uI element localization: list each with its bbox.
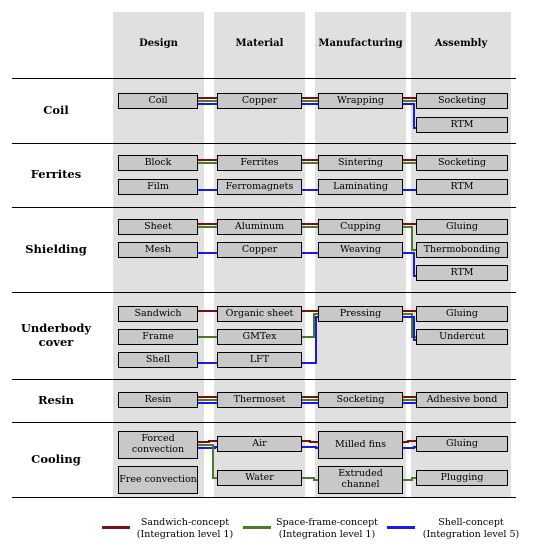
process-box-rtm: RTM <box>416 265 508 281</box>
process-box-pressing: Pressing <box>318 306 403 322</box>
row-separator <box>12 207 516 208</box>
legend-line-1 <box>102 526 130 529</box>
legend-concept-name: Space-frame-concept <box>276 517 378 528</box>
process-box-ferromagnets: Ferromagnets <box>217 179 302 195</box>
process-box-free-convection: Free convection <box>118 466 198 494</box>
legend-integration-level: (Integration level 1) <box>136 528 234 540</box>
process-box-gmtex: GMTex <box>217 329 302 345</box>
process-box-undercut: Undercut <box>416 329 508 345</box>
row-separator <box>12 78 516 79</box>
process-box-sheet: Sheet <box>118 219 198 235</box>
column-header-design: Design <box>139 38 178 49</box>
row-label-cooling: Cooling <box>31 451 81 466</box>
process-box-coil: Coil <box>118 93 198 109</box>
spaceframe-concept-link <box>403 477 416 481</box>
legend-concept-name: Shell-concept <box>438 517 504 528</box>
column-header-assembly: Assembly <box>434 38 488 49</box>
spaceframe-concept-link <box>403 226 416 251</box>
spaceframe-concept-link <box>198 444 217 479</box>
row-separator <box>12 379 516 380</box>
legend-concept-name: Sandwich-concept <box>140 517 230 528</box>
shell-concept-link <box>302 316 318 364</box>
sandwich-concept-link <box>403 440 416 443</box>
column-header-manufacturing: Manufacturing <box>318 38 403 49</box>
process-box-aluminum: Aluminum <box>217 219 302 235</box>
legend-line-2 <box>243 526 271 529</box>
process-box-mesh: Mesh <box>118 242 198 258</box>
process-box-shell: Shell <box>118 352 198 368</box>
process-box-air: Air <box>217 436 302 452</box>
process-box-frame: Frame <box>118 329 198 345</box>
legend-label-1: Sandwich-concept(Integration level 1) <box>130 517 240 541</box>
process-box-socketing: Socketing <box>318 392 403 408</box>
row-label-resin: Resin <box>37 392 75 407</box>
process-box-weaving: Weaving <box>318 242 403 258</box>
process-box-rtm: RTM <box>416 117 508 133</box>
process-box-lft: LFT <box>217 352 302 368</box>
process-box-thermoset: Thermoset <box>217 392 302 408</box>
row-separator <box>12 422 516 423</box>
process-box-copper: Copper <box>217 93 302 109</box>
row-label-coil: Coil <box>43 102 69 117</box>
shell-concept-link <box>403 103 416 129</box>
process-box-copper: Copper <box>217 242 302 258</box>
column-header-material: Material <box>235 38 284 49</box>
process-box-gluing: Gluing <box>416 306 508 322</box>
spaceframe-concept-link <box>302 313 318 338</box>
shell-concept-link <box>198 446 217 449</box>
process-box-water: Water <box>217 470 302 486</box>
legend-label-3: Shell-concept(Integration level 5) <box>412 517 530 541</box>
process-box-organic-sheet: Organic sheet <box>217 306 302 322</box>
sandwich-concept-link <box>302 440 318 443</box>
process-box-film: Film <box>118 179 198 195</box>
process-box-milled-fins: Milled fins <box>318 431 403 459</box>
process-box-sintering: Sintering <box>318 155 403 171</box>
process-box-socketing: Socketing <box>416 93 508 109</box>
legend-line-3 <box>387 526 415 529</box>
process-box-cupping: Cupping <box>318 219 403 235</box>
row-label-shielding: Shielding <box>25 241 87 256</box>
row-label-underbody-cover: Underbody cover <box>20 321 92 349</box>
process-box-resin: Resin <box>118 392 198 408</box>
row-separator <box>12 292 516 293</box>
shell-concept-link <box>403 252 416 277</box>
process-box-extruded-channel: Extruded channel <box>318 466 403 494</box>
shell-concept-link <box>302 446 318 449</box>
legend-integration-level: (Integration level 1) <box>278 528 376 540</box>
row-label-ferrites: Ferrites <box>30 167 82 182</box>
process-box-gluing: Gluing <box>416 436 508 452</box>
spaceframe-concept-link <box>302 477 318 481</box>
legend-integration-level: (Integration level 5) <box>422 528 520 540</box>
process-box-adhesive-bond: Adhesive bond <box>416 392 508 408</box>
process-box-sandwich: Sandwich <box>118 306 198 322</box>
shell-concept-link <box>403 316 416 341</box>
process-box-wrapping: Wrapping <box>318 93 403 109</box>
row-separator <box>12 143 516 144</box>
shell-concept-link <box>403 446 416 449</box>
process-box-ferrites: Ferrites <box>217 155 302 171</box>
process-box-plugging: Plugging <box>416 470 508 486</box>
process-box-socketing: Socketing <box>416 155 508 171</box>
legend-label-2: Space-frame-concept(Integration level 1) <box>268 517 386 541</box>
sandwich-concept-link <box>198 440 217 443</box>
process-box-thermobonding: Thermobonding <box>416 242 508 258</box>
process-box-gluing: Gluing <box>416 219 508 235</box>
process-box-laminating: Laminating <box>318 179 403 195</box>
row-separator <box>12 497 516 498</box>
process-box-rtm: RTM <box>416 179 508 195</box>
process-box-forced-convection: Forced convection <box>118 431 198 459</box>
process-box-block: Block <box>118 155 198 171</box>
